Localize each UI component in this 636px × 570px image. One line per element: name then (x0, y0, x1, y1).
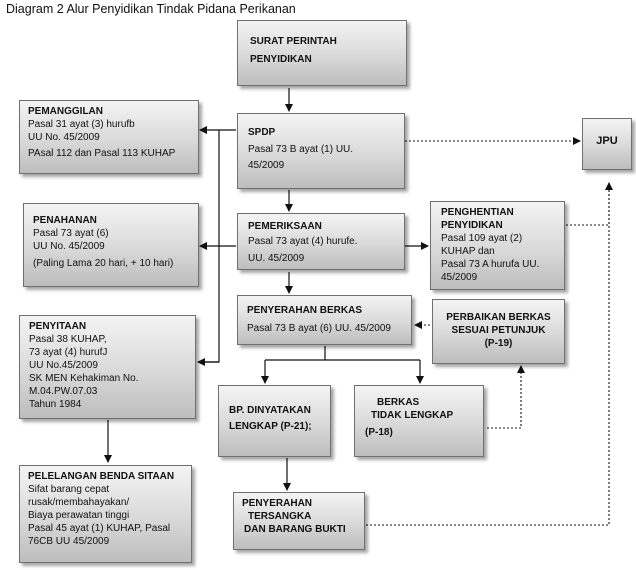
penghentian-line-4: Pasal 73 A hurufa UU. (441, 259, 540, 270)
penyitaan-line-6: Tahun 1984 (29, 399, 82, 410)
tidak-lengkap-line-2: TIDAK LENGKAP (371, 410, 454, 421)
tidak-lengkap-line-1: BERKAS (377, 397, 420, 408)
pemanggilan-line-1: Pasal 31 ayat (3) hurufb (28, 119, 135, 130)
box-penahanan: PENAHANAN Pasal 73 ayat (6) UU No. 45/20… (23, 203, 199, 287)
box-penghentian: PENGHENTIAN PENYIDIKAN Pasal 109 ayat (2… (430, 201, 565, 290)
penghentian-line-5: 45/2009 (441, 272, 478, 283)
penyitaan-line-4: SK MEN Kehakiman No. (29, 373, 139, 384)
perbaikan-line-2: SESUAI PETUNJUK (451, 325, 546, 336)
penahanan-line-1: Pasal 73 ayat (6) (33, 228, 109, 239)
pemanggilan-line-2: UU No. 45/2009 (28, 132, 100, 143)
perbaikan-line-1: PERBAIKAN BERKAS (446, 312, 551, 323)
spdp-line-1: Pasal 73 B ayat (1) UU. (248, 144, 354, 155)
penahanan-line-3: (Paling Lama 20 hari, + 10 hari) (33, 258, 174, 269)
pemeriksaan-heading: PEMERIKSAAN (248, 221, 322, 232)
penyerahan-berkas-line-1: Pasal 73 B ayat (6) UU. 45/2009 (247, 323, 391, 334)
lengkap-line-2: LENGKAP (P-21); (229, 421, 312, 432)
box-surat-perintah: SURAT PERINTAH PENYIDIKAN (237, 20, 407, 86)
pemeriksaan-line-2: UU. 45/2009 (248, 253, 305, 264)
box-pelelangan: PELELANGAN BENDA SITAAN Sifat barang cep… (19, 465, 192, 563)
box-pemanggilan: PEMANGGILAN Pasal 31 ayat (3) hurufb UU … (19, 100, 199, 174)
pemanggilan-line-3: PAsal 112 dan Pasal 113 KUHAP (28, 148, 176, 159)
penghentian-line-3: KUHAP dan (441, 246, 495, 257)
penghentian-line-2: Pasal 109 ayat (2) (441, 233, 523, 244)
penghentian-heading: PENGHENTIAN (441, 207, 514, 218)
box-penyerahan-berkas: PENYERAHAN BERKAS Pasal 73 B ayat (6) UU… (237, 295, 412, 345)
surat-line-1: SURAT PERINTAH (250, 36, 337, 47)
box-perbaikan: PERBAIKAN BERKAS SESUAI PETUNJUK (P-19) (432, 299, 565, 364)
tersangka-line-3: DAN BARANG BUKTI (244, 524, 346, 535)
dashed-penghentian-to-jpu (566, 182, 613, 226)
box-spdp: SPDP Pasal 73 B ayat (1) UU. 45/2009 (237, 113, 405, 189)
pemanggilan-heading: PEMANGGILAN (28, 106, 103, 117)
arrow-penyerahan-split (265, 346, 420, 361)
box-pemeriksaan: PEMERIKSAAN Pasal 73 ayat (4) hurufe. UU… (237, 213, 405, 270)
tersangka-line-1: PENYERAHAN (242, 498, 313, 509)
pelelangan-line-3: Biaya perawatan tinggi (28, 510, 130, 521)
penyitaan-line-5: M.04.PW.07.03 (29, 386, 98, 397)
jpu-label: JPU (596, 135, 618, 147)
penyerahan-berkas-heading: PENYERAHAN BERKAS (247, 305, 363, 316)
tersangka-line-2: TERSANGKA (248, 511, 312, 522)
diagram-title: Diagram 2 Alur Penyidikan Tindak Pidana … (6, 2, 296, 16)
pemeriksaan-line-1: Pasal 73 ayat (4) hurufe. (248, 236, 358, 247)
penahanan-line-2: UU No. 45/2009 (33, 241, 105, 252)
penahanan-heading: PENAHANAN (33, 215, 97, 226)
box-penyitaan: PENYITAAN Pasal 38 KUHAP, 73 ayat (4) hu… (19, 315, 196, 419)
box-jpu: JPU (582, 118, 632, 170)
pelelangan-line-2: rusak/membahayakan/ (28, 497, 130, 508)
penyitaan-line-3: UU No.45/2009 (29, 360, 98, 371)
penyitaan-line-1: Pasal 38 KUHAP, (29, 334, 107, 345)
spdp-line-2: 45/2009 (248, 160, 285, 171)
box-tidak-lengkap: BERKAS TIDAK LENGKAP (P-18) (354, 385, 484, 457)
penghentian-line-1: PENYIDIKAN (441, 220, 503, 231)
dashed-tersangka-to-jpu (366, 183, 610, 526)
tidak-lengkap-line-3: (P-18) (365, 427, 393, 438)
pelelangan-line-4: Pasal 45 ayat (1) KUHAP, Pasal (28, 523, 171, 534)
surat-line-2: PENYIDIKAN (250, 54, 312, 65)
penyitaan-line-2: 73 ayat (4) hurufJ (29, 347, 108, 358)
pelelangan-line-5: 76CB UU 45/2009 (28, 536, 110, 547)
lengkap-line-1: BP. DINYATAKAN (229, 405, 311, 416)
dashed-tidak-lengkap-to-perbaikan (487, 365, 525, 429)
box-lengkap: BP. DINYATAKAN LENGKAP (P-21); (218, 385, 331, 457)
spdp-heading: SPDP (248, 127, 276, 138)
perbaikan-line-3: (P-19) (484, 338, 513, 349)
pelelangan-heading: PELELANGAN BENDA SITAAN (28, 471, 175, 482)
pelelangan-line-1: Sifat barang cepat (28, 484, 110, 495)
box-penyerahan-tersangka: PENYERAHAN TERSANGKA DAN BARANG BUKTI (233, 492, 365, 550)
penyitaan-heading: PENYITAAN (29, 321, 87, 332)
